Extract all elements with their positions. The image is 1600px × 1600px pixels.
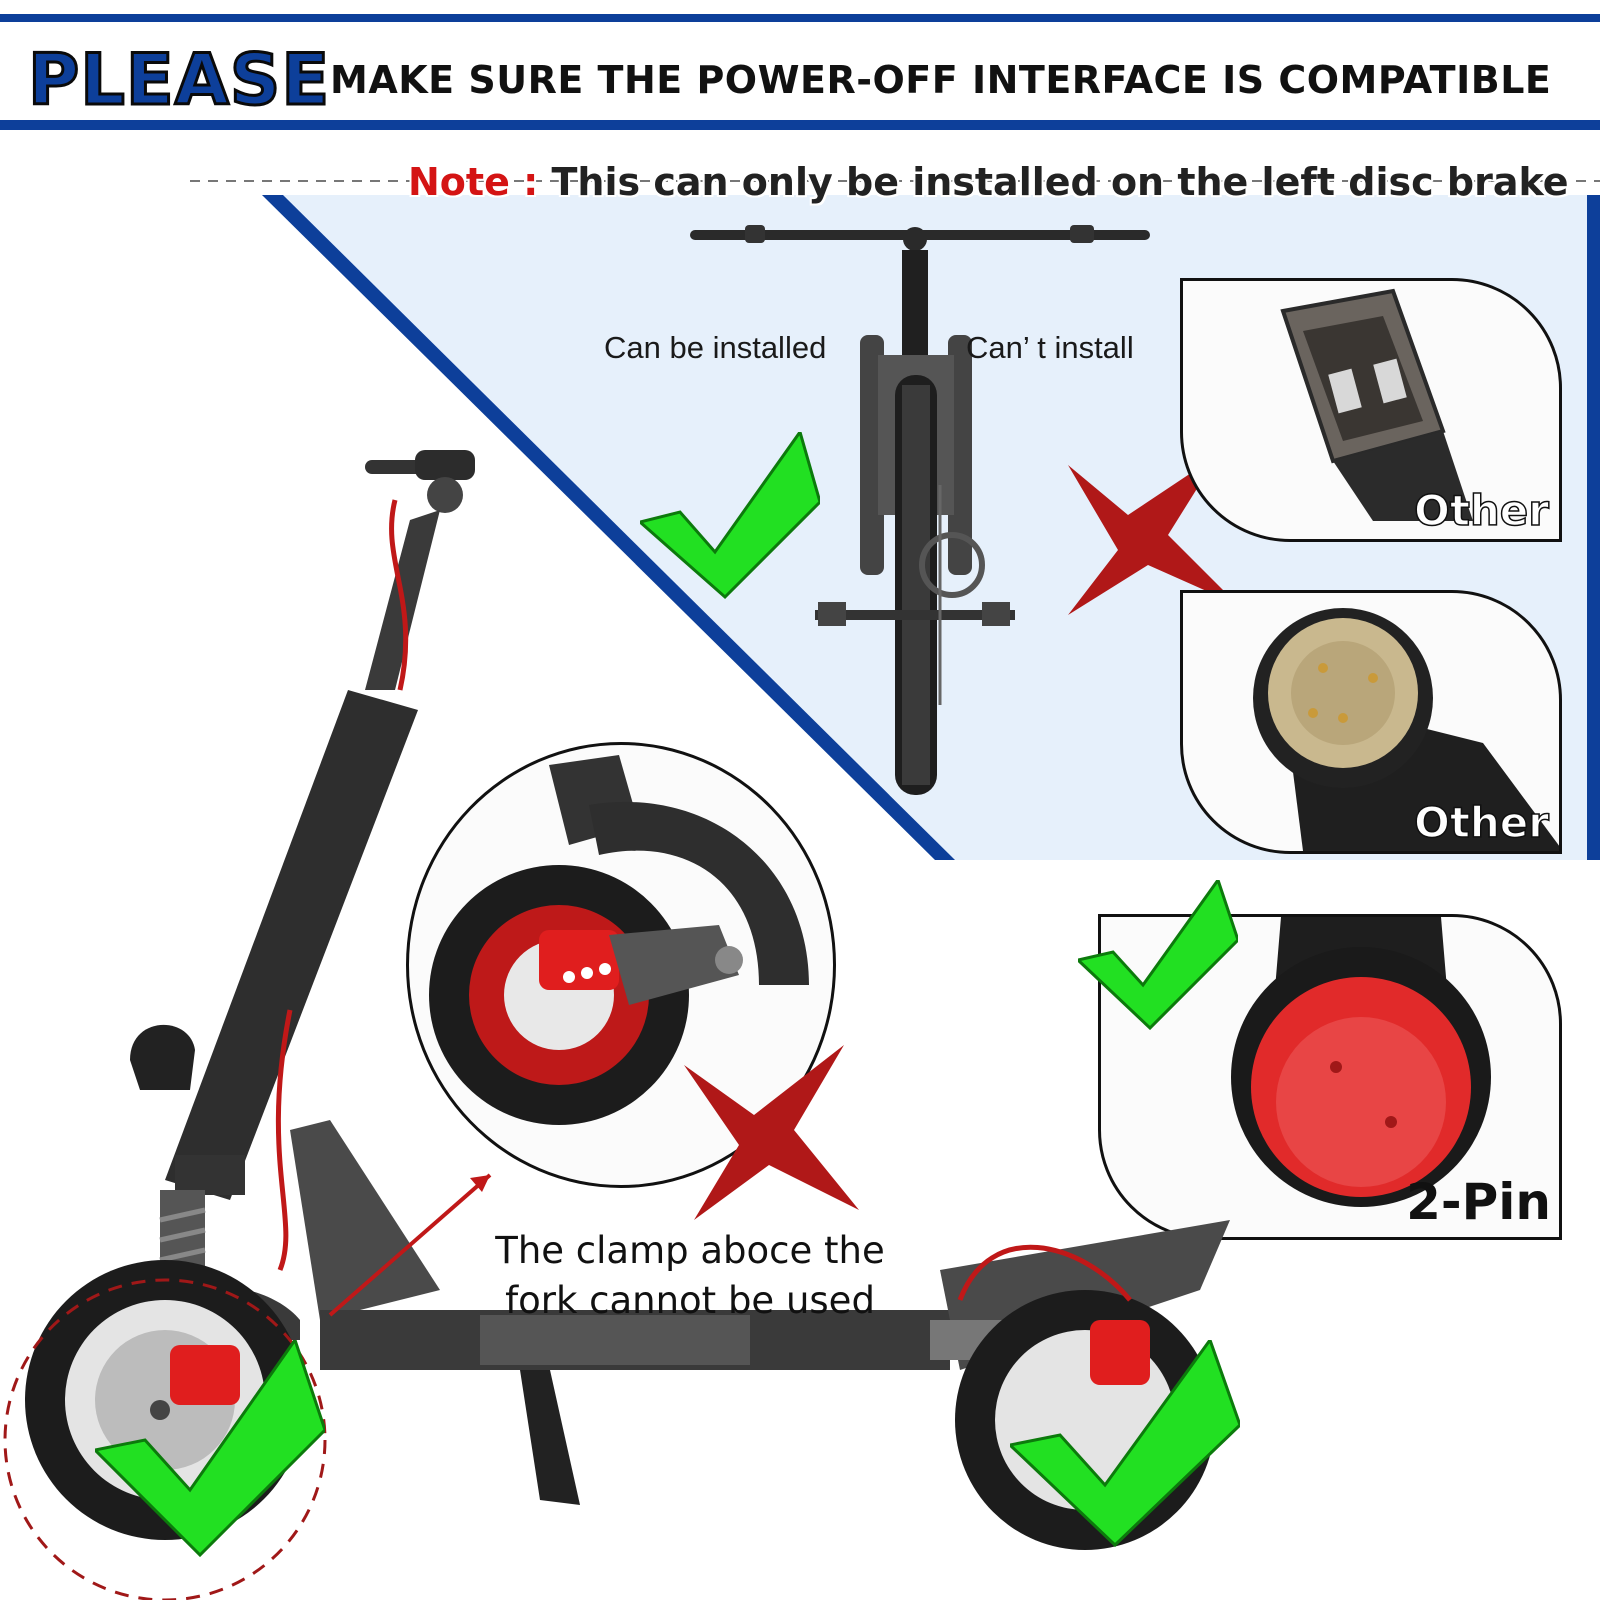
header-highlight-word: PLEASE bbox=[26, 39, 331, 122]
check-icon bbox=[1010, 1340, 1240, 1548]
note-line: Note : This can only be installed on the… bbox=[408, 160, 1569, 204]
note-text: This can only be installed on the left d… bbox=[538, 160, 1569, 204]
check-icon bbox=[95, 1340, 325, 1558]
cannot-install-label: Can’ t install bbox=[966, 330, 1134, 365]
connector-card-top: Other bbox=[1180, 278, 1562, 542]
connector-2pin-label: 2-Pin bbox=[1406, 1173, 1551, 1231]
can-install-label: Can be installed bbox=[604, 330, 827, 365]
connector-middle-label: Other bbox=[1413, 797, 1549, 848]
connector-card-2pin: 2-Pin bbox=[1098, 914, 1562, 1240]
note-label: Note : bbox=[408, 160, 539, 204]
connector-image bbox=[1253, 608, 1559, 851]
check-icon bbox=[1078, 880, 1238, 1030]
header-top-bar bbox=[0, 14, 1600, 22]
connector-image bbox=[1231, 917, 1491, 1207]
cross-icon bbox=[684, 1045, 859, 1220]
clamp-caption-line1: The clamp aboce the bbox=[495, 1229, 885, 1272]
bicycle-illustration bbox=[690, 225, 1150, 795]
clamp-caption-line2: fork cannot be used bbox=[505, 1279, 875, 1322]
connector-image bbox=[1280, 288, 1473, 521]
header-bottom-bar bbox=[0, 120, 1600, 130]
clamp-zoom-image bbox=[429, 755, 809, 1125]
connector-card-middle: Other bbox=[1180, 590, 1562, 854]
header-title: MAKE SURE THE POWER-OFF INTERFACE IS COM… bbox=[330, 58, 1552, 102]
connector-top-label: Other bbox=[1413, 485, 1549, 536]
check-icon bbox=[640, 432, 820, 600]
cross-icon bbox=[1068, 455, 1238, 615]
